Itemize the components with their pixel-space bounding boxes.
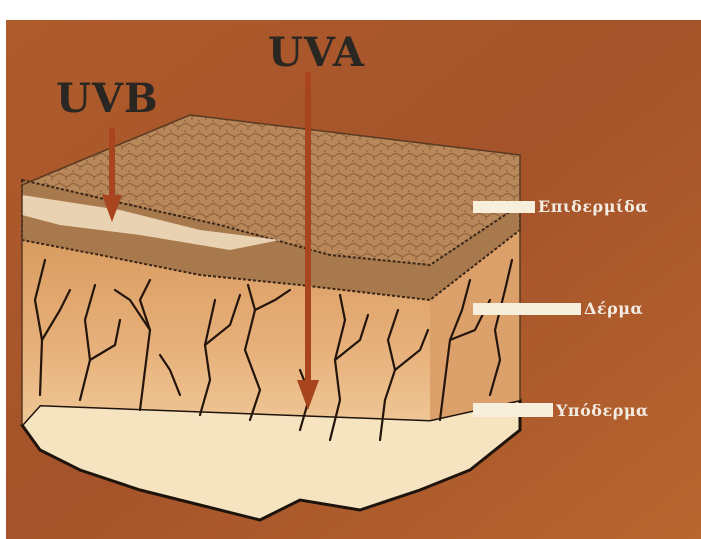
epidermis-label: Επιδερμίδα <box>538 197 648 216</box>
uvb-label: UVB <box>56 75 159 122</box>
hypodermis-label: Υπόδερμα <box>555 401 649 420</box>
dermis-indicator-bar <box>473 303 581 315</box>
hypodermis-indicator-bar <box>473 403 553 417</box>
epidermis-indicator-bar <box>473 201 535 213</box>
page-frame-left <box>0 0 6 539</box>
dermis-label: Δέρμα <box>584 299 643 318</box>
uva-label: UVA <box>268 29 365 76</box>
page-frame <box>0 0 701 20</box>
